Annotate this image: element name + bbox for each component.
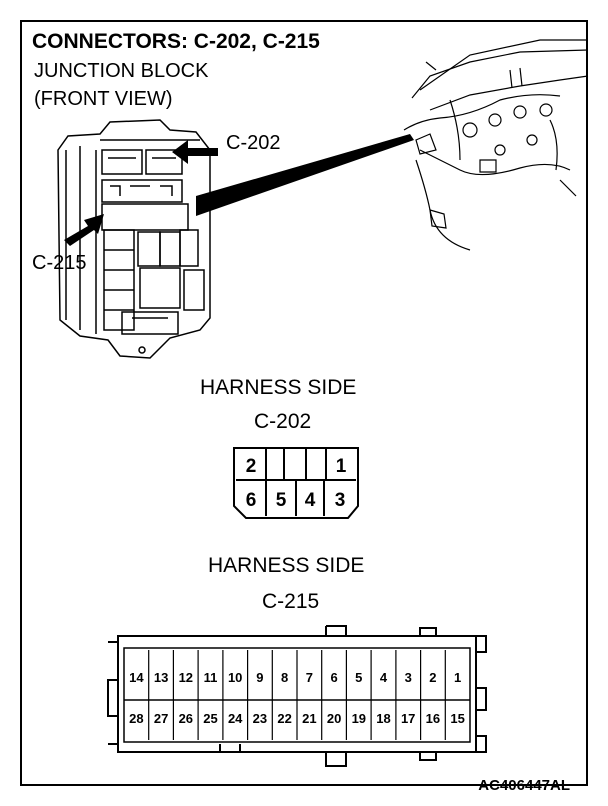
c215-pin: 10 xyxy=(228,670,242,685)
c215-pin-dividers xyxy=(148,650,446,740)
c215-pin: 26 xyxy=(179,711,193,726)
c215-pin: 2 xyxy=(429,670,436,685)
page-title: CONNECTORS: C-202, C-215 xyxy=(32,30,320,53)
c215-pin: 22 xyxy=(277,711,291,726)
c215-callout-label: C-215 xyxy=(32,252,87,274)
c215-top-row: 14 13 12 11 10 9 8 7 6 5 4 3 2 1 xyxy=(129,670,461,685)
c202-pin: 4 xyxy=(305,490,316,511)
c215-pin: 25 xyxy=(203,711,217,726)
c215-arrow xyxy=(64,214,104,246)
c215-pin: 16 xyxy=(426,711,440,726)
c202-pin: 6 xyxy=(246,490,257,511)
c215-pin: 28 xyxy=(129,711,143,726)
c215-harness-side-label: HARNESS SIDE xyxy=(208,554,365,577)
c215-pin: 27 xyxy=(154,711,168,726)
c215-pin: 3 xyxy=(405,670,412,685)
subtitle-front-view: (FRONT VIEW) xyxy=(34,88,173,110)
c215-pin: 24 xyxy=(228,711,243,726)
c202-pin: 3 xyxy=(335,490,346,511)
c215-pin: 1 xyxy=(454,670,461,685)
c215-pin: 9 xyxy=(256,670,263,685)
subtitle-junction-block: JUNCTION BLOCK xyxy=(34,60,209,82)
c215-pin: 19 xyxy=(352,711,366,726)
c215-pin: 21 xyxy=(302,711,316,726)
c215-pin: 14 xyxy=(129,670,144,685)
c202-connector-face xyxy=(233,447,359,519)
dashboard-harness-illustration xyxy=(403,39,589,251)
c215-bottom-row: 28 27 26 25 24 23 22 21 20 19 18 17 16 15 xyxy=(129,711,465,726)
c202-harness-side-label: HARNESS SIDE xyxy=(200,376,357,399)
c202-arrow xyxy=(172,140,218,164)
c215-pin: 8 xyxy=(281,670,288,685)
c215-pin: 11 xyxy=(204,670,218,685)
c202-connector-name: C-202 xyxy=(254,410,312,433)
c215-pin: 15 xyxy=(450,711,464,726)
c215-connector-name: C-215 xyxy=(262,590,320,613)
c215-pin: 5 xyxy=(355,670,362,685)
c215-pin: 17 xyxy=(401,711,415,726)
c215-pin: 12 xyxy=(179,670,193,685)
figure-code: AC406447AL xyxy=(478,777,570,794)
c215-pin: 6 xyxy=(330,670,337,685)
c202-callout-label: C-202 xyxy=(226,132,281,154)
c202-pin: 2 xyxy=(246,456,257,477)
junction-block-illustration xyxy=(57,119,211,359)
location-pointer xyxy=(196,134,414,216)
c202-pin: 1 xyxy=(336,456,347,477)
c215-pin: 23 xyxy=(253,711,267,726)
c215-pin: 20 xyxy=(327,711,341,726)
c215-pin: 7 xyxy=(306,670,313,685)
c202-pin: 5 xyxy=(276,490,287,511)
c215-pin: 18 xyxy=(376,711,390,726)
c215-pin: 13 xyxy=(154,670,168,685)
c215-pin: 4 xyxy=(380,670,388,685)
